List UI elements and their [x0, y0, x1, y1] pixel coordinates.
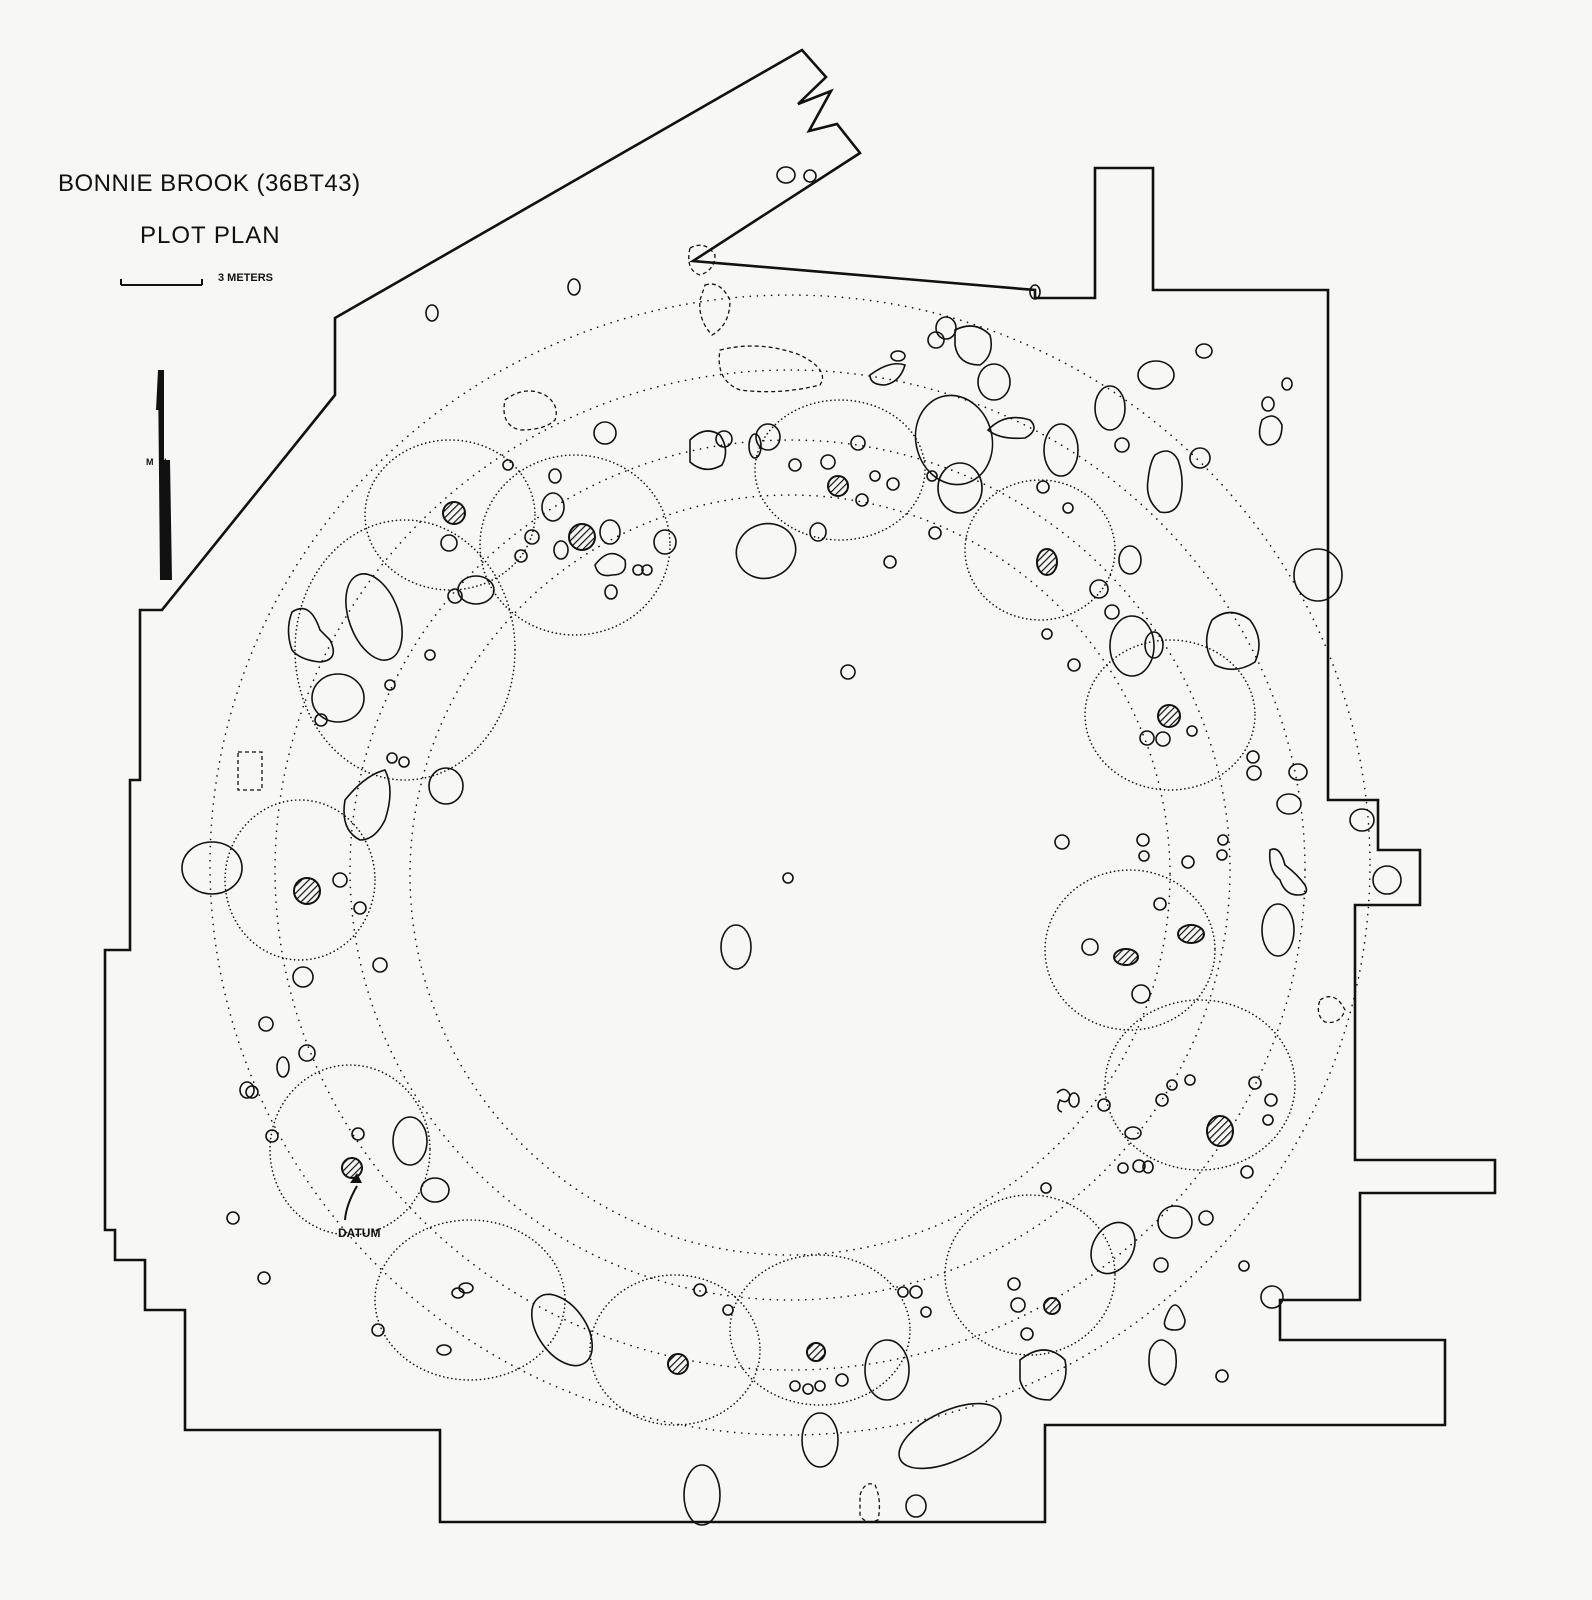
- datum-arrow-icon: [344, 1173, 362, 1221]
- scale-label: 3 METERS: [218, 272, 274, 284]
- structure-ring-outlines: [209, 294, 1371, 1436]
- pit-features: [181, 166, 1402, 1526]
- north-arrow-icon: [156, 370, 172, 580]
- excavation-boundary: [103, 48, 1497, 1524]
- scale-bar: [120, 279, 203, 286]
- datum-label: DATUM: [338, 1226, 381, 1240]
- uncertain-features: [237, 244, 1346, 1024]
- house-basins: [224, 399, 1296, 1426]
- north-label: M N: [146, 457, 169, 467]
- hearth-features: [293, 475, 1234, 1375]
- map-subtitle: PLOT PLAN: [140, 222, 281, 249]
- map-title: BONNIE BROOK (36BT43): [58, 170, 361, 197]
